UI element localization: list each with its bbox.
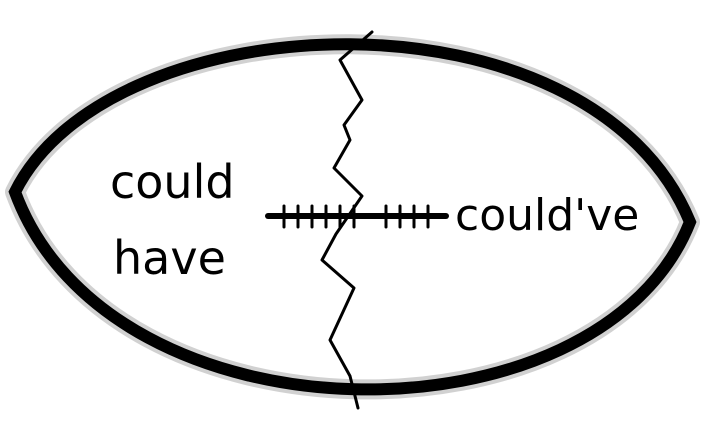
- left-word-could: could: [110, 155, 235, 209]
- right-word-contraction: could've: [455, 190, 639, 241]
- left-word-have: have: [113, 231, 226, 285]
- jagged-seam: [322, 32, 372, 408]
